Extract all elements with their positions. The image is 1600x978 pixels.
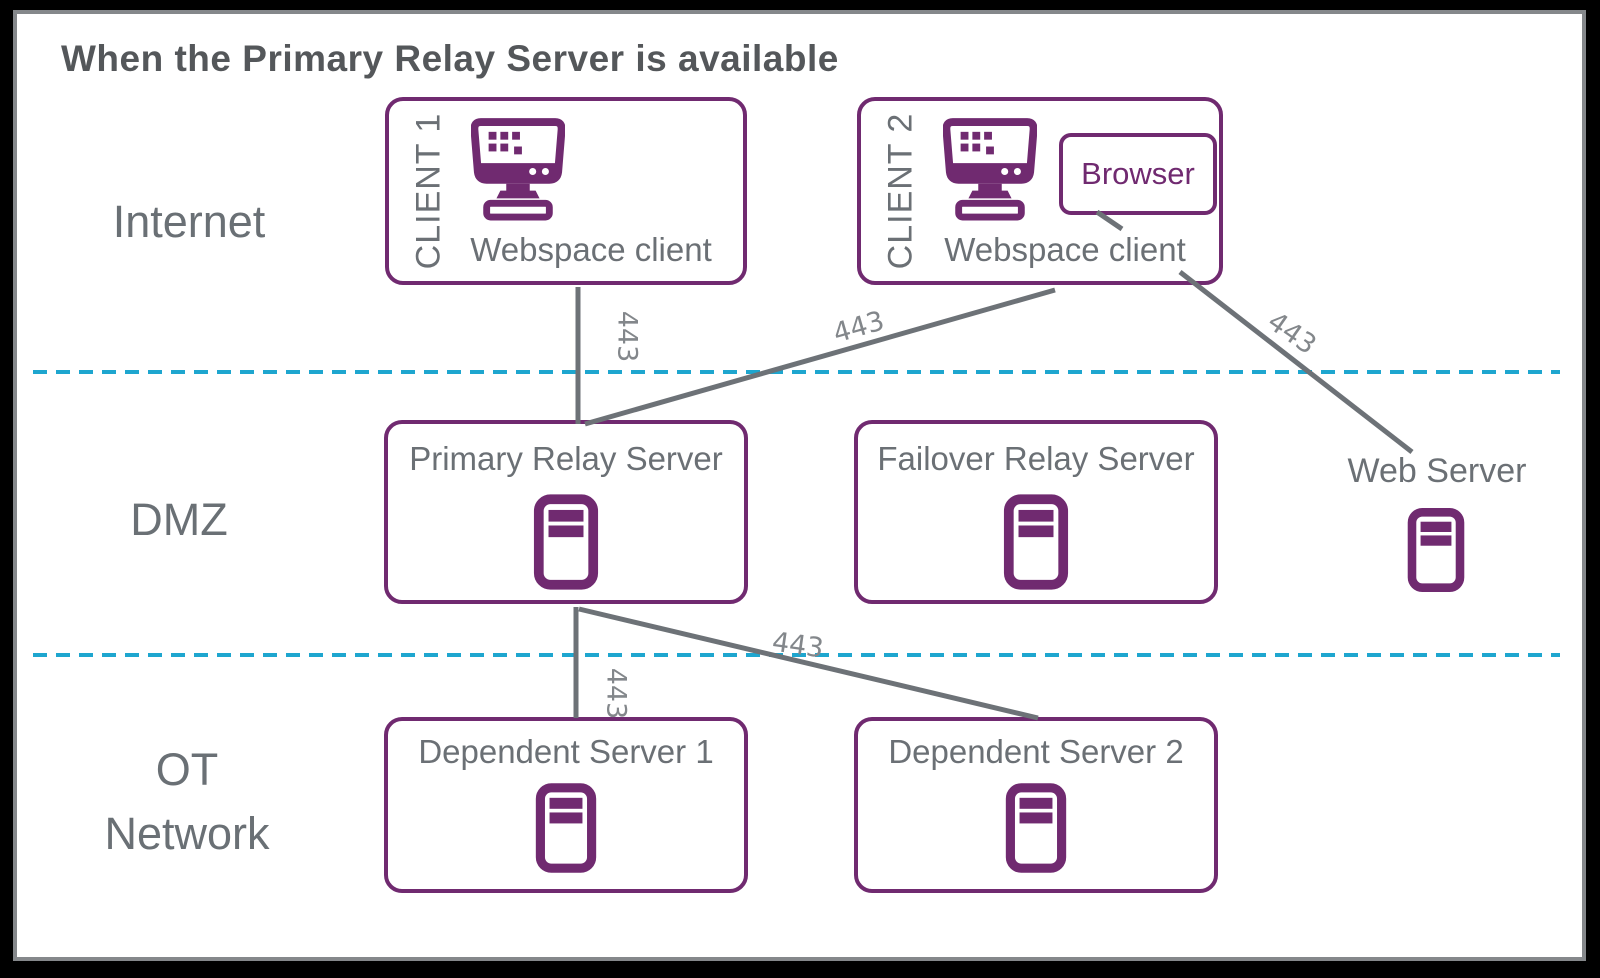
browser-label: Browser	[1081, 156, 1195, 191]
port-label-client1-primary: 443	[611, 310, 643, 363]
dependent2-label: Dependent Server 2	[888, 733, 1184, 770]
server-icon	[532, 492, 600, 597]
failover-relay-label: Failover Relay Server	[877, 440, 1195, 477]
server-icon	[1406, 504, 1466, 601]
node-failover-relay-server: Failover Relay Server	[854, 420, 1218, 604]
node-primary-relay-server: Primary Relay Server	[384, 420, 748, 604]
workstation-icon	[470, 117, 566, 230]
primary-relay-label: Primary Relay Server	[409, 440, 723, 477]
server-icon	[1004, 781, 1068, 880]
server-icon	[534, 781, 598, 880]
node-dependent-server-2: Dependent Server 2	[854, 717, 1218, 893]
client2-label: Webspace client	[944, 231, 1186, 268]
server-icon	[1002, 492, 1070, 597]
node-client1: CLIENT 1 Webspace client	[385, 97, 747, 285]
web-server-label: Web Server	[1347, 452, 1527, 490]
port-label-primary-dependent1: 443	[600, 667, 632, 720]
zone-label-dmz: DMZ	[130, 494, 228, 545]
workstation-icon	[942, 117, 1038, 230]
diagram-panel: When the Primary Relay Server is availab…	[13, 10, 1586, 961]
client1-label: Webspace client	[470, 231, 712, 268]
zone-label-internet: Internet	[112, 196, 266, 247]
client2-tag: CLIENT 2	[881, 112, 920, 270]
zone-label-ot-network: OT Network	[104, 744, 270, 859]
client1-tag: CLIENT 1	[409, 112, 448, 270]
node-dependent-server-1: Dependent Server 1	[384, 717, 748, 893]
browser-callout: Browser	[1059, 133, 1217, 215]
node-client2: CLIENT 2 Browser Webspace client	[857, 97, 1223, 285]
dependent1-label: Dependent Server 1	[418, 733, 714, 770]
diagram-title: When the Primary Relay Server is availab…	[61, 38, 839, 79]
